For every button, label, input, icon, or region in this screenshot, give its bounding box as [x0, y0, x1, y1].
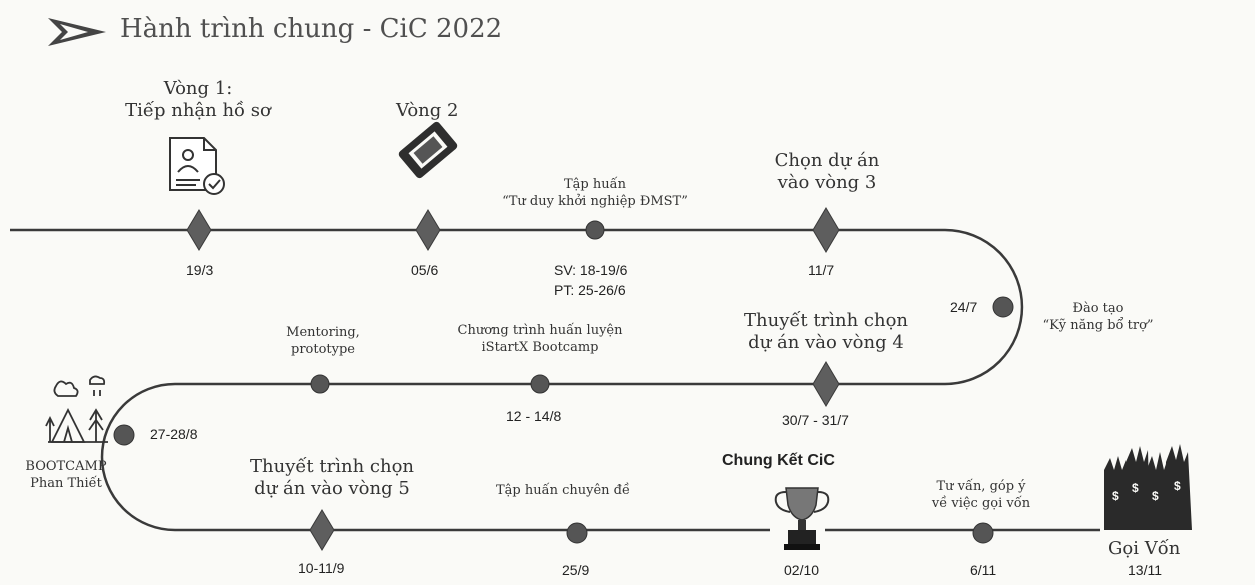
milestone-3-label-line1: Tập huấn [564, 177, 626, 192]
milestone-8-label-line1: Mentoring, [286, 325, 360, 340]
milestone-12-label: Chung Kết CiC [722, 452, 835, 469]
raised-hands-money-icon: $ $ $ $ [1104, 444, 1192, 530]
arrow-logo-icon [48, 18, 106, 46]
milestone-10-label-line2: dự án vào vòng 5 [254, 478, 410, 499]
milestone-13-label-line1: Tư vấn, góp ý [936, 479, 1026, 494]
diamond-marker-m2 [415, 209, 441, 251]
diamond-marker-m4 [812, 207, 840, 253]
milestone-8-label: Mentoring, prototype [268, 324, 378, 358]
milestone-9-date: 27-28/8 [150, 426, 198, 442]
circle-marker-m8 [310, 374, 330, 394]
milestone-9-label: BOOTCAMP Phan Thiết [8, 458, 124, 492]
svg-text:$: $ [1132, 481, 1139, 495]
svg-text:$: $ [1174, 479, 1181, 493]
milestone-14-date: 13/11 [1128, 562, 1162, 578]
milestone-13-label: Tư vấn, góp ý về việc gọi vốn [916, 478, 1046, 512]
diamond-marker-m10 [309, 509, 335, 551]
circle-marker-m7 [530, 374, 550, 394]
diamond-marker-m6 [812, 361, 840, 407]
milestone-7-label-line2: iStartX Bootcamp [481, 340, 599, 355]
milestone-3-date: SV: 18-19/6 PT: 25-26/6 [554, 260, 627, 300]
trophy-icon [774, 487, 830, 550]
milestone-3-date-line2: PT: 25-26/6 [554, 282, 626, 298]
milestone-13-date: 6/11 [970, 562, 997, 578]
milestone-7-label-line1: Chương trình huấn luyện [457, 323, 623, 338]
milestone-3-label-line2: “Tư duy khởi nghiệp ĐMST” [502, 194, 688, 209]
milestone-9-label-line2: Phan Thiết [30, 476, 102, 491]
milestone-2-label: Vòng 2 [396, 100, 459, 121]
milestone-2-date: 05/6 [411, 262, 439, 278]
milestone-4-date: 11/7 [808, 262, 835, 278]
milestone-5-label-line1: Đào tạo [1072, 301, 1124, 316]
circle-marker-m3 [585, 220, 605, 240]
milestone-11-label: Tập huấn chuyên đề [496, 483, 630, 498]
milestone-1-date: 19/3 [186, 262, 214, 278]
milestone-6-label: Thuyết trình chọn dự án vào vòng 4 [706, 310, 946, 354]
resume-check-icon [169, 137, 225, 195]
milestone-4-label-line1: Chọn dự án [774, 150, 880, 171]
milestone-4-label-line2: vào vòng 3 [777, 172, 877, 193]
milestone-5-label-line2: “Kỹ năng bổ trợ” [1042, 318, 1154, 333]
ticket-icon [398, 121, 458, 179]
milestone-7-label: Chương trình huấn luyện iStartX Bootcamp [425, 322, 655, 356]
milestone-10-label: Thuyết trình chọn dự án vào vòng 5 [222, 456, 442, 500]
milestone-1-label-line1: Vòng 1: [163, 78, 233, 99]
milestone-3-date-line1: SV: 18-19/6 [554, 262, 628, 278]
circle-marker-m11 [566, 522, 588, 544]
milestone-10-label-line1: Thuyết trình chọn [250, 456, 414, 477]
milestone-12-date: 02/10 [784, 562, 820, 578]
milestone-11-date: 25/9 [562, 562, 590, 578]
camping-icon [45, 375, 108, 443]
milestone-6-label-line2: dự án vào vòng 4 [748, 332, 904, 353]
milestone-3-label: Tập huấn “Tư duy khởi nghiệp ĐMST” [470, 176, 720, 210]
milestone-9-label-line1: BOOTCAMP [25, 459, 107, 474]
milestone-1-label-line2: Tiếp nhận hồ sơ [125, 100, 271, 121]
svg-text:$: $ [1112, 489, 1119, 503]
milestone-14-label: Gọi Vốn [1108, 538, 1181, 559]
svg-text:$: $ [1152, 489, 1159, 503]
milestone-7-date: 12 - 14/8 [506, 408, 562, 424]
milestone-5-date: 24/7 [950, 299, 978, 315]
page-title: Hành trình chung - CiC 2022 [120, 14, 503, 44]
milestone-6-date: 30/7 - 31/7 [782, 412, 849, 428]
milestone-8-label-line2: prototype [291, 342, 355, 357]
milestone-6-label-line1: Thuyết trình chọn [744, 310, 908, 331]
milestone-1-label: Vòng 1: Tiếp nhận hồ sơ [118, 78, 278, 122]
milestone-5-label: Đào tạo “Kỹ năng bổ trợ” [1018, 300, 1178, 334]
diamond-marker-m1 [186, 209, 212, 251]
circle-marker-m5 [992, 296, 1014, 318]
circle-marker-m13 [972, 522, 994, 544]
circle-marker-m9 [113, 424, 135, 446]
milestone-4-label: Chọn dự án vào vòng 3 [752, 150, 902, 194]
milestone-10-date: 10-11/9 [298, 560, 345, 576]
milestone-13-label-line2: về việc gọi vốn [931, 496, 1031, 511]
